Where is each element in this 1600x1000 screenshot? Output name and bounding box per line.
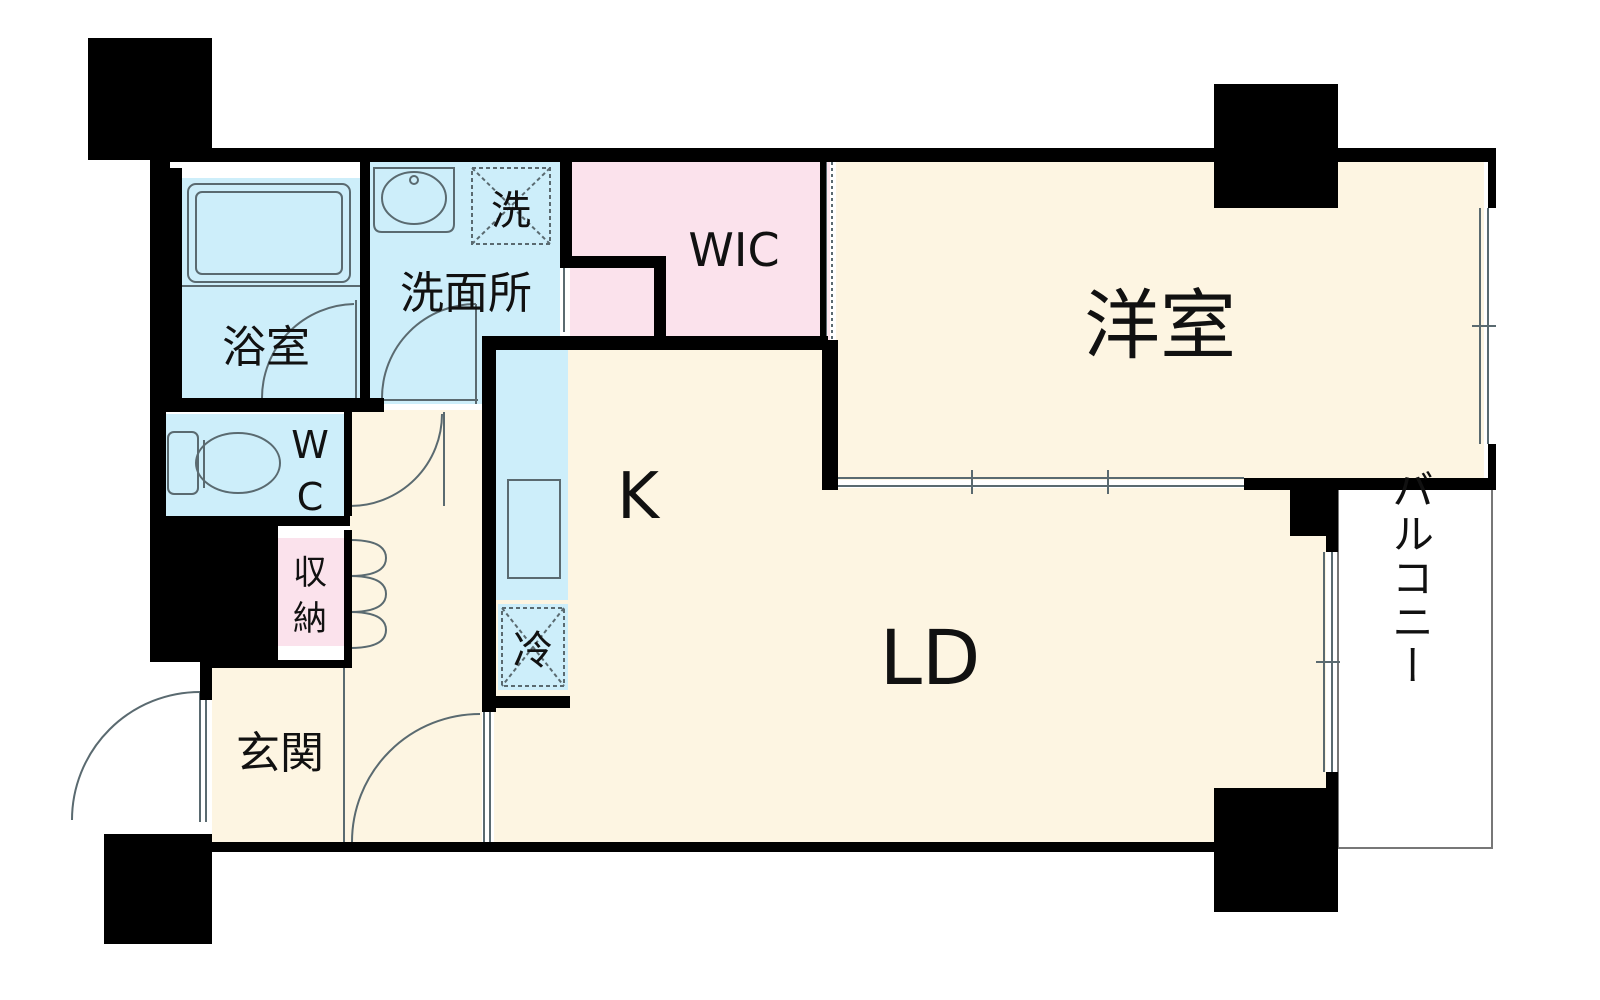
- walls: [150, 148, 1496, 852]
- hall-floor: [350, 410, 482, 844]
- bath-label: 浴室: [222, 322, 310, 373]
- wic-label: WIC: [688, 223, 779, 277]
- column-top-right: [1214, 84, 1338, 208]
- storage-door-icon: [349, 539, 388, 649]
- kitchen-label: K: [617, 460, 661, 534]
- column-top-left: [88, 38, 212, 160]
- ld-window-icon: [1316, 552, 1340, 772]
- columns: [88, 38, 1338, 944]
- bath-floor: [182, 178, 360, 402]
- wc-label-c: C: [297, 475, 324, 519]
- wall-left-mid: [150, 520, 278, 662]
- toilet-icon: [167, 431, 199, 495]
- ldk-floor: [494, 348, 1326, 844]
- balcony-floor: [1337, 487, 1493, 849]
- floor-fills: [166, 162, 1493, 849]
- storage-floor: [278, 538, 344, 646]
- washroom-door-swing-icon: [381, 303, 477, 399]
- storage-label-top: 収: [293, 553, 327, 593]
- kitchen-counter: [496, 350, 568, 600]
- sliding-door-icon: [838, 470, 1244, 494]
- western-window-icon: [1472, 208, 1496, 444]
- column-bottom-left: [104, 834, 212, 944]
- western-room-floor: [836, 162, 1484, 480]
- wc-label-w: W: [291, 423, 329, 467]
- washroom-label: 洗面所: [400, 268, 532, 319]
- bathtub-icon: [187, 183, 351, 283]
- ld-label: LD: [880, 613, 981, 702]
- fixtures: [71, 162, 1496, 843]
- wic-floor: [570, 162, 830, 340]
- fridge-space-icon: [501, 607, 565, 687]
- washbasin-icon: [373, 167, 455, 233]
- room-labels: 浴室 洗面所 洗 WIC 洋室 W C 収 納 K 冷 LD 玄関 バルコニー: [222, 188, 1435, 779]
- washer-space-icon: [471, 167, 551, 245]
- fridge-label: 冷: [513, 628, 553, 674]
- wc-door-swing-icon: [349, 413, 443, 507]
- balcony-label: バルコニー: [1386, 468, 1435, 688]
- wall-bottom: [200, 842, 1216, 852]
- bath-door-swing-icon: [261, 303, 355, 399]
- ld-door-swing-icon: [351, 713, 481, 843]
- entrance-label: 玄関: [236, 728, 324, 779]
- wall-top: [150, 148, 1496, 162]
- entrance-floor: [212, 664, 350, 844]
- entrance-door-swing-icon: [71, 691, 201, 821]
- washer-label: 洗: [491, 188, 531, 234]
- wall-left-upper: [150, 148, 170, 412]
- storage-label-bottom: 納: [293, 599, 327, 639]
- column-bottom-right: [1214, 788, 1338, 912]
- western-room-label: 洋室: [1084, 281, 1236, 370]
